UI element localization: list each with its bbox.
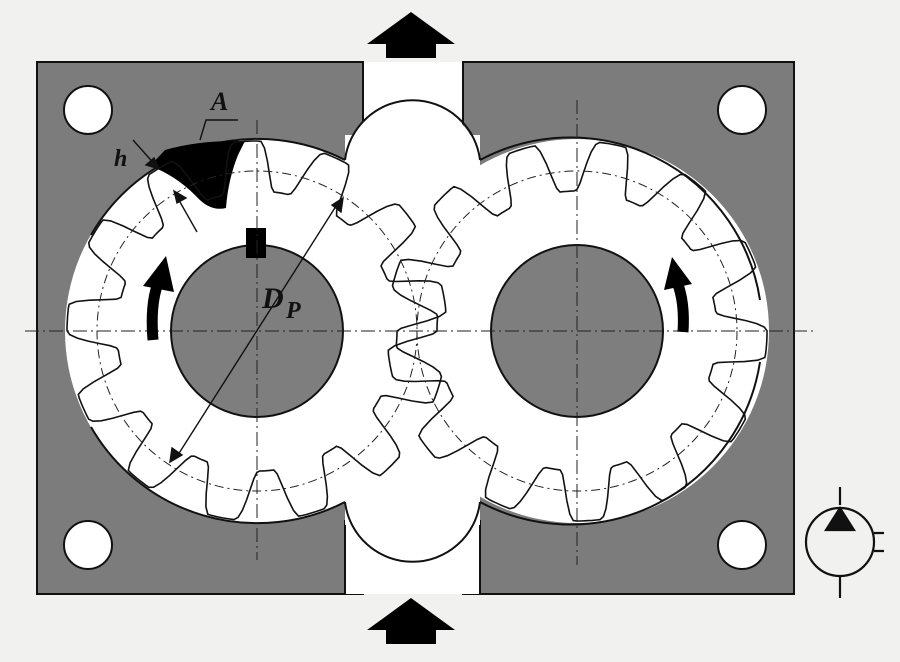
inlet-arrow-icon <box>367 598 455 644</box>
hydraulic-pump-symbol-icon <box>804 487 884 598</box>
label-clearance: h <box>114 146 127 172</box>
pitch-diameter-dimension <box>169 196 344 464</box>
label-area: A <box>209 87 228 116</box>
shaft-key <box>246 228 266 258</box>
rotation-arrow-left-icon <box>143 256 174 341</box>
bolt-hole-bottom-right <box>717 520 767 570</box>
bolt-hole-top-right <box>717 85 767 135</box>
label-pitch-diameter: D <box>261 282 284 315</box>
drive-gear <box>66 140 447 521</box>
clearance-dimension <box>132 139 198 233</box>
bolt-hole-top-left <box>63 85 113 135</box>
outlet-arrow-icon <box>367 12 455 58</box>
area-leader <box>199 119 238 141</box>
trapped-oil-area <box>150 140 245 209</box>
bolt-hole-bottom-left <box>63 520 113 570</box>
driven-gear <box>387 141 768 522</box>
label-pitch-diameter-sub: P <box>285 298 301 324</box>
rotation-arrow-right-icon <box>664 257 692 333</box>
